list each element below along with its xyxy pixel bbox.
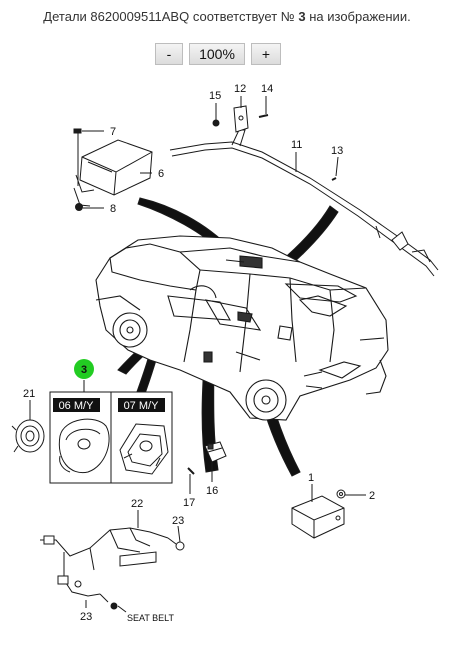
wiring-harness — [40, 527, 185, 603]
callout-15[interactable]: 15 — [209, 90, 221, 102]
clock-spring — [11, 419, 45, 453]
callout-14[interactable]: 14 — [261, 83, 273, 95]
bracket-12 — [233, 105, 249, 133]
highlighted-number: 3 — [298, 9, 306, 24]
selected-callout-marker[interactable] — [74, 359, 94, 379]
callout-7[interactable]: 7 — [110, 126, 116, 138]
callout-8[interactable]: 8 — [110, 203, 116, 215]
sensor-16 — [204, 441, 227, 463]
callout-22[interactable]: 22 — [131, 498, 143, 510]
callout-23-lower[interactable]: 23 — [80, 611, 92, 623]
callout-1[interactable]: 1 — [308, 472, 314, 484]
zoom-controls: - 100% + — [155, 43, 281, 65]
header-suffix: на изображении. — [309, 9, 411, 24]
airbag-control-unit — [291, 495, 345, 539]
callout-11[interactable]: 11 — [291, 139, 302, 151]
part-number: 8620009511ABQ — [90, 9, 190, 24]
header-middle: соответствует № — [192, 9, 295, 24]
callout-21[interactable]: 21 — [23, 388, 35, 400]
side-airbag-module — [73, 128, 153, 207]
seat-belt-label: SEAT BELT — [127, 613, 175, 623]
vehicle — [95, 235, 389, 421]
variant-tag-07: 07 M/Y — [124, 400, 160, 412]
callout-17[interactable]: 17 — [183, 497, 195, 509]
callout-6[interactable]: 6 — [158, 168, 164, 180]
variant-tag-06: 06 M/Y — [59, 400, 95, 412]
zoom-reset-button[interactable]: 100% — [189, 43, 245, 65]
part-description: Детали 8620009511ABQ соответствует № 3 н… — [0, 9, 454, 24]
callout-3[interactable]: 3 — [81, 364, 87, 376]
header-prefix: Детали — [43, 9, 87, 24]
callout-2[interactable]: 2 — [369, 490, 375, 502]
callout-16[interactable]: 16 — [206, 485, 218, 497]
driver-airbag-07 — [119, 423, 169, 475]
zoom-in-button[interactable]: + — [251, 43, 281, 65]
callout-13[interactable]: 13 — [331, 145, 343, 157]
callout-23-upper[interactable]: 23 — [172, 515, 184, 527]
driver-airbag-06 — [58, 418, 110, 474]
zoom-out-button[interactable]: - — [155, 43, 183, 65]
callout-12[interactable]: 12 — [234, 83, 246, 95]
